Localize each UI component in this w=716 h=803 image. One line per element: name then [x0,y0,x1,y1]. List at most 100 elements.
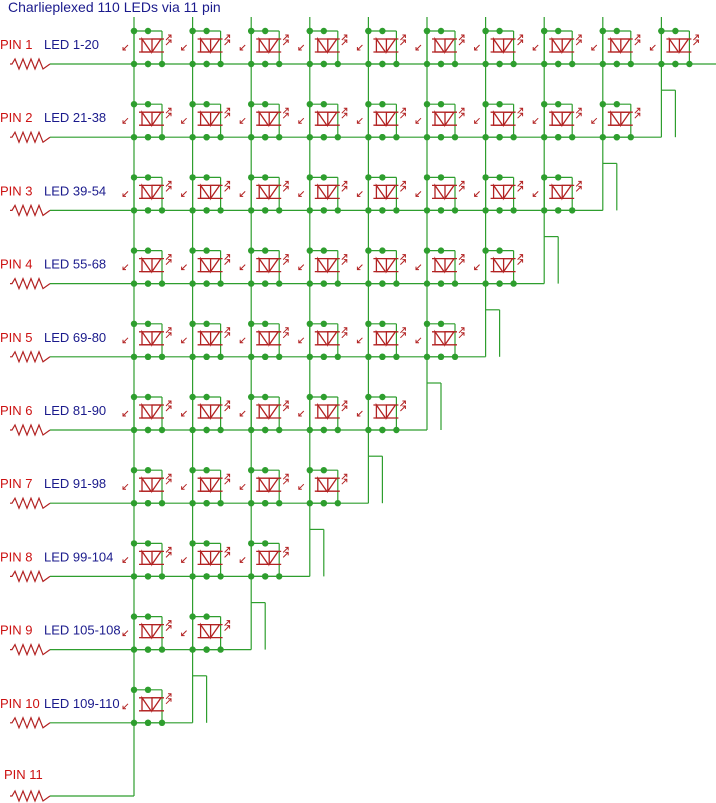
led-symbol [209,331,221,347]
junction-dot [393,60,400,68]
led-symbol [268,111,280,128]
emission-arrows [341,34,348,46]
junction-dot [203,60,210,68]
emission-arrows [282,34,289,46]
resistor [10,350,51,364]
junction-dot [144,573,152,580]
junction-dot [130,500,138,507]
junction-dot [189,393,196,401]
junction-dot [379,426,386,434]
led-symbol [444,331,456,347]
led-symbol [317,183,329,200]
led-symbol [327,477,339,494]
junction-dot [130,613,138,620]
junction-dot [306,353,313,360]
emission-arrows [282,327,289,339]
emission-arrows [474,264,480,271]
junction-dot [306,134,313,141]
junction-dot [599,101,606,108]
led-symbol [199,110,211,126]
emission-arrows [517,34,524,46]
junction-dot [306,467,313,474]
led-symbol [141,110,153,126]
junction-dot [276,353,283,360]
junction-dot [496,174,503,181]
junction-dot [203,393,210,401]
junction-dot [203,540,210,547]
junction-dot [555,101,562,108]
pin-label: PIN 7 [0,476,33,491]
emission-arrows [165,546,172,558]
junction-dot [144,27,152,35]
junction-dot [423,280,431,287]
junction-dot [144,540,152,547]
resistor [10,496,51,510]
junction-dot [658,27,665,35]
led-symbol [327,404,339,421]
junction-dot [496,280,503,287]
emission-arrows [165,693,172,705]
junction-dot [262,500,269,507]
junction-dot [334,60,341,68]
junction-dot [189,500,196,507]
emission-arrows [165,34,172,46]
junction-dot [613,101,620,108]
junction-dot [158,426,166,434]
junction-dot [144,134,152,141]
led-symbol [375,256,387,273]
led-symbol [258,549,270,566]
junction-dot [144,353,152,360]
junction-dot [437,60,445,68]
emission-arrows [474,191,480,197]
led-symbol [199,256,211,273]
junction-dot [144,60,152,68]
led-symbol [151,38,163,55]
emission-arrows [224,34,231,46]
junction-dot [144,426,152,434]
led-symbol [268,477,280,494]
junction-dot [203,27,210,35]
diagram-title: Charlieplexed 110 LEDs via 11 pin [8,0,221,15]
led-symbol [199,476,211,492]
junction-dot [248,353,255,360]
led-symbol [258,183,270,200]
junction-dot [276,207,283,214]
junction-dot [158,646,166,653]
junction-dot [379,320,386,327]
junction-dot [130,719,138,726]
led-symbol [199,549,211,566]
junction-dot [144,320,152,327]
junction-dot [130,101,138,108]
junction-dot [262,540,269,547]
junction-dot [203,280,210,287]
led-symbol [258,256,270,273]
junction-dot [379,134,386,141]
junction-dot [248,540,255,547]
emission-arrows [122,557,129,563]
junction-dot [541,60,548,68]
led-symbol [502,184,514,201]
junction-dot [365,393,372,401]
led-symbol [317,402,329,419]
emission-arrows [356,410,363,417]
emission-arrows [591,44,598,51]
led-symbol [551,183,563,200]
emission-arrows [181,44,187,51]
junction-dot [130,320,138,327]
junction-dot [217,280,224,287]
led-symbol [385,257,397,274]
emission-arrows [356,191,363,197]
led-symbol [317,476,329,492]
junction-dot [306,280,313,287]
emission-arrows [341,473,348,485]
led-symbol [327,257,339,274]
junction-dot [248,500,255,507]
pin-label: PIN 5 [0,330,33,345]
junction-dot [248,320,255,327]
emission-arrows [224,327,231,339]
emission-arrows [400,254,406,265]
led-symbol [620,111,632,128]
junction-dot [248,60,255,68]
junction-dot [320,353,327,360]
